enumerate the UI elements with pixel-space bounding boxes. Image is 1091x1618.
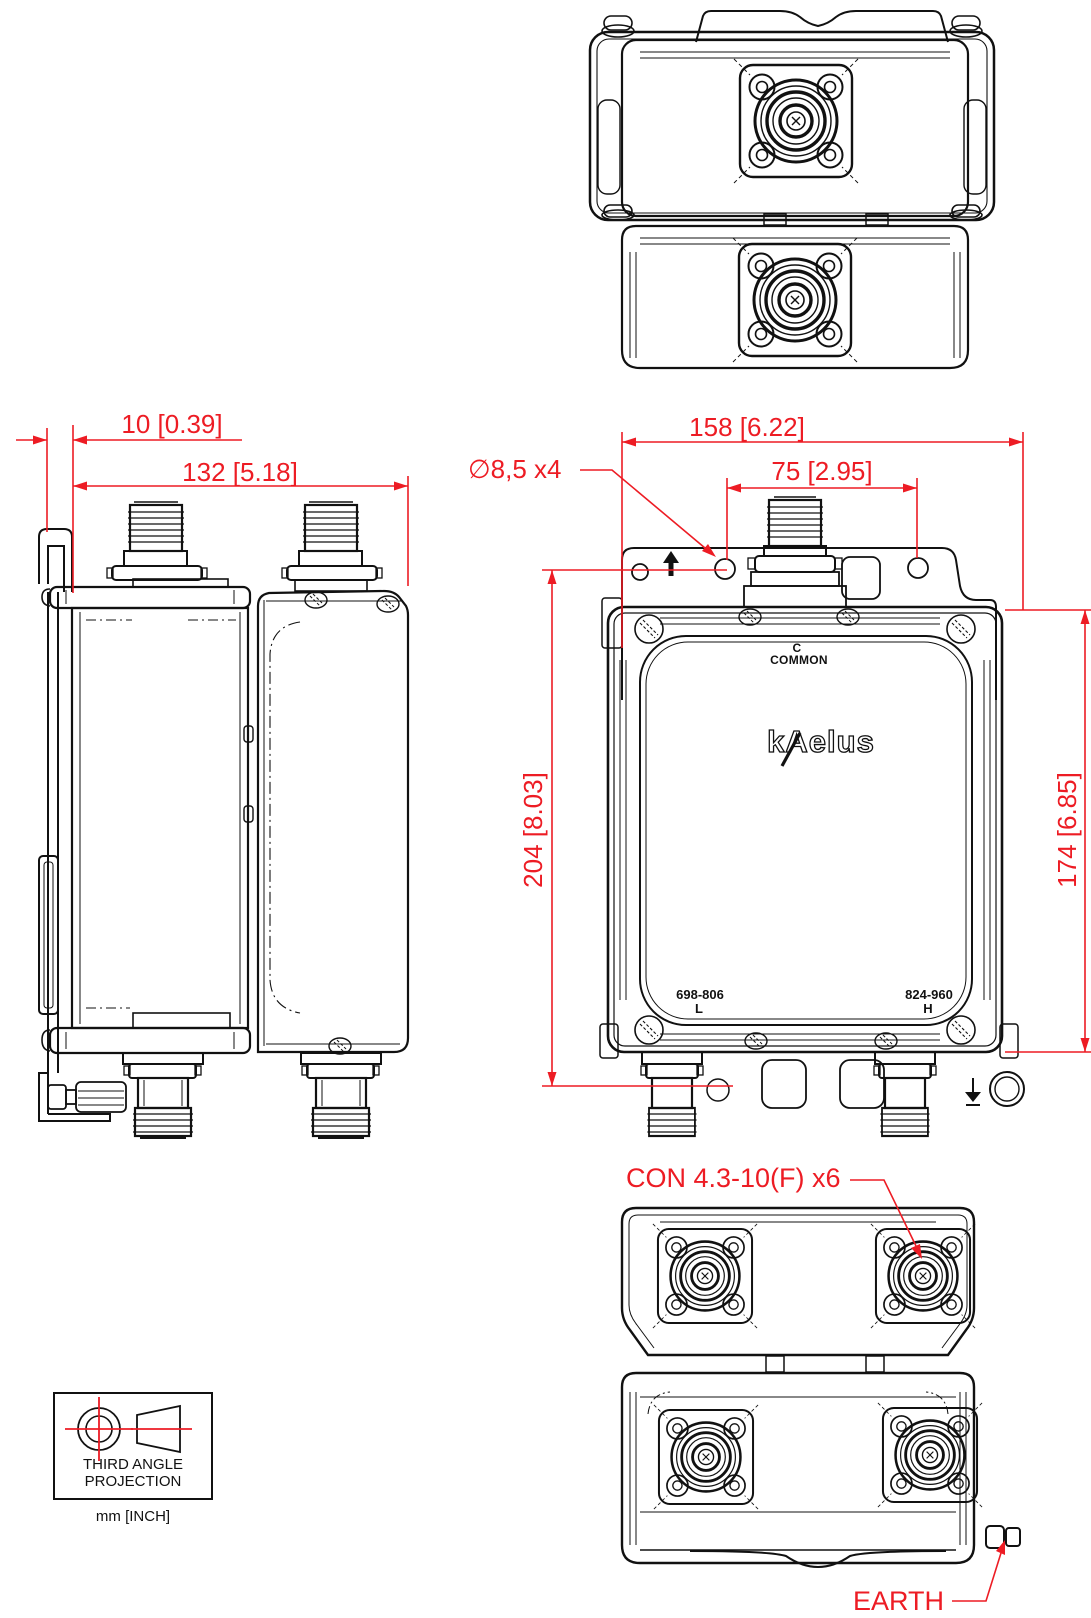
- side-top-connector-left: [106, 501, 208, 581]
- top-view-drawing: [588, 10, 996, 370]
- dim-bracket-offset: 10 [0.39]: [121, 409, 223, 439]
- low-band-range: 698-806: [676, 987, 724, 1002]
- dim-width: 158 [6.22]: [689, 412, 805, 442]
- common-port-label: COMMON: [770, 653, 828, 667]
- projection-symbol-box: THIRD ANGLE PROJECTION: [53, 1392, 213, 1500]
- mounting-bracket: [38, 528, 111, 1122]
- plate-hole-small: [631, 563, 649, 581]
- top-cover-profile: [695, 10, 949, 43]
- front-body: [606, 605, 1004, 1054]
- earth-stud: [989, 1071, 1025, 1107]
- bottom-view-lower-half: [620, 1371, 976, 1565]
- side-bottom-connector-right: [300, 1052, 382, 1139]
- side-view-drawing: [38, 501, 410, 1139]
- earth-note: EARTH: [853, 1586, 945, 1616]
- mounting-plate: [621, 547, 997, 700]
- bottom-cover-profile: [689, 1550, 947, 1569]
- bottom-view-drawing: [620, 1206, 1021, 1569]
- high-band-range: 824-960: [905, 987, 953, 1002]
- high-band-port: H: [923, 1001, 933, 1016]
- dim-overall-height: 204 [8.03]: [518, 772, 548, 888]
- side-top-connector-right: [281, 501, 383, 592]
- projection-symbol-icon: [65, 1397, 192, 1461]
- units-note: mm [INCH]: [95, 1508, 171, 1525]
- connector-note: CON 4.3-10(F) x6: [626, 1163, 841, 1193]
- dim-depth: 132 [5.18]: [182, 457, 298, 487]
- logo-lambda-stroke: [780, 732, 802, 767]
- high-band-connector: [873, 1051, 937, 1138]
- earth-symbol-icon: [965, 1078, 981, 1106]
- low-band-port: L: [695, 1001, 703, 1016]
- top-bracket-frame: [588, 30, 996, 222]
- side-right-unit: [256, 589, 410, 1055]
- dim-hole-spacing: 75 [2.95]: [771, 456, 873, 486]
- earth-terminal: [985, 1525, 1021, 1549]
- dim-body-height: 174 [6.85]: [1052, 772, 1082, 888]
- plate-hole-right: [907, 557, 929, 579]
- bracket-bolt: [47, 1081, 127, 1113]
- base-cutout: [839, 1059, 885, 1109]
- plate-hole-left: [714, 558, 736, 580]
- projection-line1: THIRD ANGLE: [82, 1456, 184, 1473]
- top-view-upper-housing: [620, 38, 970, 218]
- front-view-drawing: kAelus: [599, 496, 1025, 1138]
- top-view-lower-housing: [620, 224, 970, 370]
- brand-logo: kAelus: [767, 724, 875, 759]
- bottom-view-upper-half: [620, 1206, 976, 1357]
- low-band-connector: [640, 1051, 730, 1138]
- common-port-letter: C: [792, 641, 802, 655]
- front-lid-panel: [639, 635, 973, 1026]
- side-bottom-connector-left: [122, 1052, 204, 1139]
- projection-line2: PROJECTION: [84, 1473, 182, 1490]
- dim-mounting-holes: ∅8,5 x4: [468, 454, 562, 484]
- side-left-unit: [70, 578, 254, 1030]
- plate-cutout: [841, 556, 881, 600]
- base-cutout: [761, 1059, 807, 1109]
